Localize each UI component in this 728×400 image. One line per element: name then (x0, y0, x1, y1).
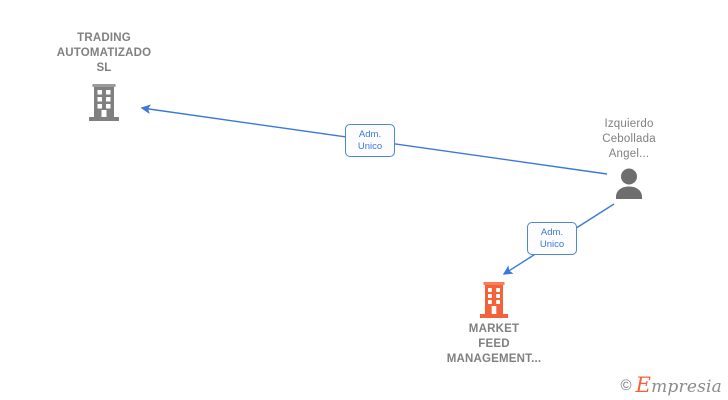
brand-wordmark: Empresia (636, 375, 722, 396)
node-label-trading: TRADING AUTOMATIZADO SL (56, 32, 152, 74)
brand-initial: E (635, 373, 652, 397)
node-trading-automatizado-sl[interactable]: TRADING AUTOMATIZADO SL (24, 31, 184, 122)
node-label-person: Izquierdo Cebollada Angel... (602, 118, 656, 160)
empresia-watermark: © Empresia (621, 375, 722, 396)
brand-rest: mpresia (651, 377, 722, 397)
person-icon (549, 167, 709, 199)
node-label-market: MARKET FEED MANAGEMENT... (446, 323, 542, 365)
building-icon (24, 82, 184, 122)
building-icon (414, 281, 574, 319)
node-market-feed-management[interactable]: MARKET FEED MANAGEMENT... (414, 281, 574, 367)
edge-label-adm-unico-market[interactable]: Adm. Unico (527, 222, 577, 255)
node-izquierdo-cebollada-angel[interactable]: Izquierdo Cebollada Angel... (549, 117, 709, 199)
copyright-icon: © (620, 377, 632, 394)
edge-label-adm-unico-trading[interactable]: Adm. Unico (345, 124, 395, 157)
